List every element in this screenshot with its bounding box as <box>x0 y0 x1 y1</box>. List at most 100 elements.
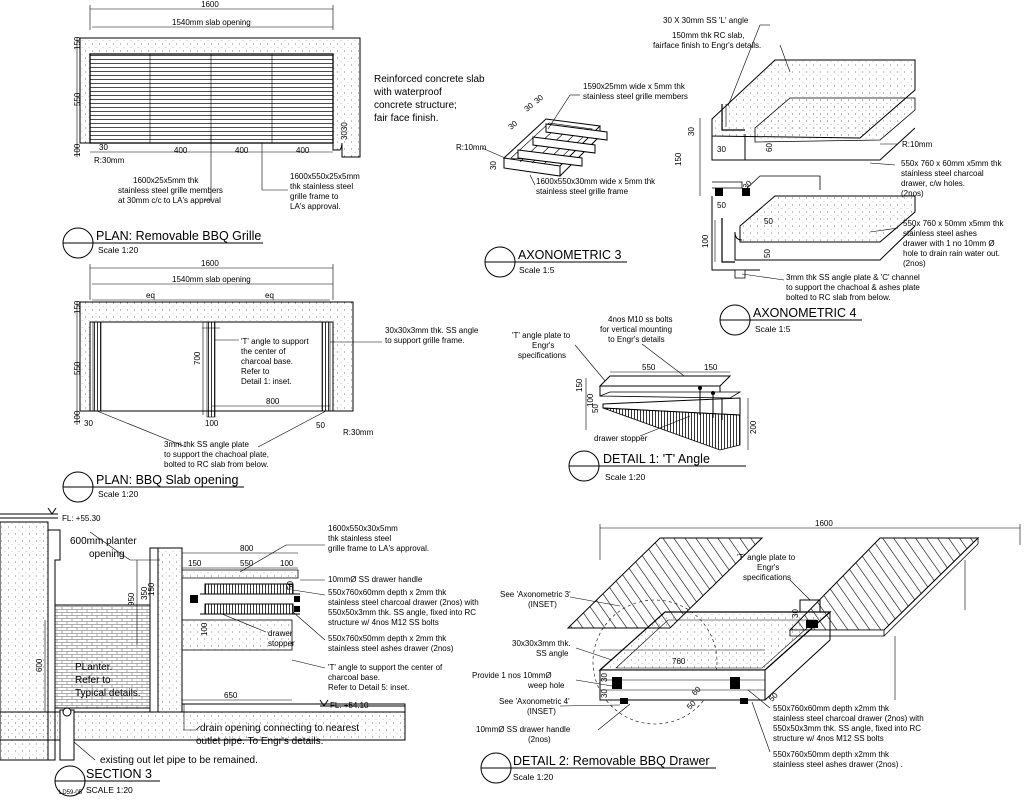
angle-note-1: 30x30x3mm thk. <box>512 639 571 648</box>
l-angle-note: 30 X 30mm SS 'L' angle <box>663 16 749 25</box>
axo3-title: AXONOMETRIC 3 <box>518 248 622 262</box>
dim-50: 50 <box>591 404 600 413</box>
dim-150: 150 <box>188 559 202 568</box>
drain-note-1: drain opening connecting to nearest <box>200 723 359 734</box>
frame-note-3: grille frame to LA's approval. <box>328 544 429 553</box>
dim-30-c: 30 <box>507 119 520 132</box>
dim-eq-1: eq <box>146 291 155 300</box>
charcoal-note-1: 550x 760 x 60mm x5mm thk <box>901 159 1002 168</box>
dim-150: 150 <box>73 36 82 50</box>
dim-100: 100 <box>73 143 82 157</box>
section-3: FL: +55.30 PLanter. Refer to Typical det… <box>0 507 479 797</box>
slab-note-2: with waterproof <box>373 87 442 98</box>
dim-slab-opening: 1540mm slab opening <box>172 275 251 284</box>
plate-note-1: 3mm thk SS angle plate & 'C' channel <box>786 273 920 282</box>
see-axo3-2: (INSET) <box>528 600 557 609</box>
frame-note-1: 1600x550x30x5mm <box>328 524 398 533</box>
plate-note-2: to support the chachoal & ashes plate <box>786 283 920 292</box>
charcoal-note-2: stainless steel charcoal drawer (2nos) w… <box>328 598 479 607</box>
dim-30: 30 <box>99 143 108 152</box>
handle-note-1: 10mmØ SS drawer handle <box>476 725 571 734</box>
dim-100: 100 <box>73 410 82 424</box>
dim-760: 760 <box>672 657 686 666</box>
dim-600: 600 <box>35 658 44 672</box>
dim-30-d: 30 <box>489 161 498 170</box>
dim-1600: 1600 <box>815 519 833 528</box>
plate-note-1: 'T' angle plate to <box>737 553 796 562</box>
plate-note-2: Engr's <box>532 341 554 350</box>
bolts-note-1: 4nos M10 ss bolts <box>608 315 672 324</box>
dim-100-b: 100 <box>200 622 209 636</box>
detail-1-t-angle: 4nos M10 ss bolts for vertical mounting … <box>512 315 758 482</box>
handle-note: 10mmØ SS drawer handle <box>328 575 423 584</box>
charcoal-note-3: drawer, c/w holes. <box>901 179 965 188</box>
ashes-note-2: stainless steel ashes <box>903 229 977 238</box>
plan-grille-scale: Scale 1:20 <box>98 245 138 255</box>
charcoal-note-3: 550x50x3mm thk. SS angle, fixed into RC <box>328 608 476 617</box>
dim-30-a: 30 <box>523 101 536 114</box>
dim-50: 50 <box>286 581 295 590</box>
planter-note-1: PLanter. <box>75 662 112 673</box>
dim-30-c: 30 <box>791 609 800 618</box>
slab-note-3: concrete structure; <box>374 100 457 111</box>
dim-550: 550 <box>73 92 82 106</box>
dim-60: 60 <box>765 143 774 152</box>
axonometric-4: 30 150 30 60 50 50 30 100 50 30 X 30mm S… <box>653 16 1004 336</box>
dim-650: 650 <box>224 691 238 700</box>
pipe-note: existing out let pipe to be remained. <box>100 755 258 766</box>
dim-400-a: 400 <box>174 146 188 155</box>
drain-note-2: outlet pipe. To Engr's details. <box>196 736 323 747</box>
angle-note-1: 30x30x3mm thk. SS angle <box>385 326 479 335</box>
members-note-2: stainless steel grille members <box>583 92 688 101</box>
frame-note-2: thk stainless steel <box>290 182 353 191</box>
plan-opening-scale: Scale 1:20 <box>98 489 138 499</box>
planter-note-3: Typical details. <box>75 688 141 699</box>
dim-30-b: 30 <box>533 93 546 106</box>
dim-1600: 1600 <box>201 259 219 268</box>
ashes-note-4: hole to drain rain water out. <box>903 249 1000 258</box>
dim-r30: R:30mm <box>94 156 125 165</box>
charcoal-note-2: stainless steel charcoal drawer (2nos) w… <box>773 714 924 723</box>
members-note-2: stainless steel grille members <box>118 186 223 195</box>
plan-grille-title: PLAN: Removable BBQ Grille <box>96 229 261 243</box>
dim-r10: R:10mm <box>902 140 933 149</box>
plate-note-2: Engr's <box>757 563 779 572</box>
dim-150: 150 <box>704 363 718 372</box>
dim-30-b: 30 <box>717 145 726 154</box>
dim-950: 950 <box>127 592 136 606</box>
members-note-3: at 30mm c/c to LA's approval <box>118 196 221 205</box>
see-axo4-1: See 'Axonometric 4' <box>499 697 570 706</box>
slab-note-4: fair face finish. <box>374 113 438 124</box>
plate-note-3: bolted to RC slab from below. <box>786 293 891 302</box>
axo4-scale: Scale 1:5 <box>755 324 791 334</box>
dim-350: 350 <box>140 586 149 600</box>
t-note-1: 'T' angle to support <box>241 337 309 346</box>
frame-note-2: thk stainless steel <box>328 534 391 543</box>
frame-note-1: 1600x550x30mm wide x 5mm thk <box>536 177 656 186</box>
charcoal-note-1: 550x760x60mm depth x2mm thk <box>773 704 890 713</box>
stopper-note-1: drawer <box>268 629 293 638</box>
dim-400-b: 400 <box>235 146 249 155</box>
frame-note-1: 1600x550x25x5mm <box>290 172 360 181</box>
members-note-1: 1600x25x5mm thk <box>133 176 199 185</box>
t-note-4: Refer to <box>241 367 270 376</box>
rc-note-1: 150mm thk RC slab, <box>672 31 744 40</box>
dim-100-center: 100 <box>205 419 219 428</box>
dim-r30: R:30mm <box>343 428 374 437</box>
axo3-scale: Scale 1:5 <box>519 265 555 275</box>
dim-150: 150 <box>674 152 683 166</box>
t-note-1: 'T' angle to support the center of <box>328 663 443 672</box>
dim-30-b: 30 <box>600 689 609 698</box>
dim-50: 50 <box>316 421 325 430</box>
plan-removable-grille: 1600 1540mm slab opening 150 550 100 303… <box>62 0 485 259</box>
dim-400-c: 400 <box>296 146 310 155</box>
t-note-2: the center of <box>241 347 286 356</box>
detail-2-removable-drawer: 1600 760 30 30 60 50 30 50 'T' angle pla… <box>472 519 1021 784</box>
dim-700: 700 <box>193 351 202 365</box>
detail2-title: DETAIL 2: Removable BBQ Drawer <box>513 754 710 768</box>
ashes-note-1: 550x760x50mm depth x 2mm thk <box>328 634 447 643</box>
dim-150-v: 150 <box>147 582 156 596</box>
planter-note-2: Refer to <box>75 675 111 686</box>
